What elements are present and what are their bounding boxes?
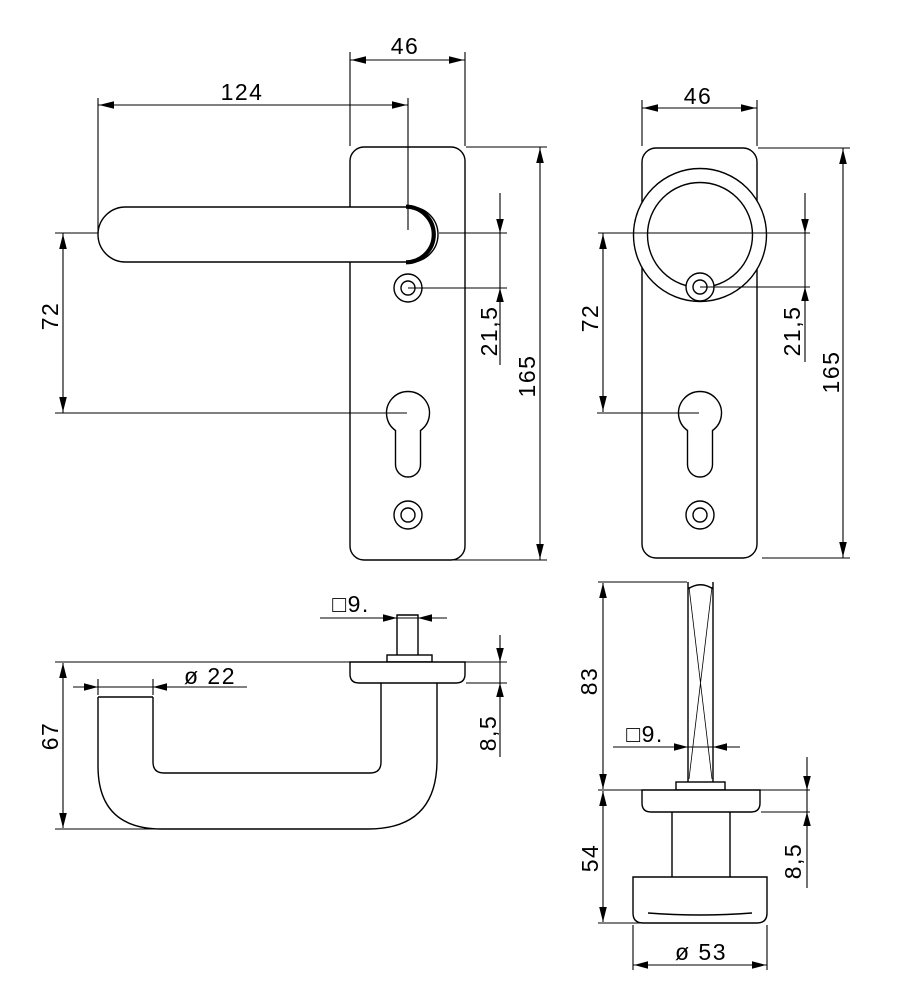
spindle-cross-pattern [688, 586, 713, 780]
dimension-lines [597, 100, 850, 559]
dim-lever-to-screw: 21,5 [476, 306, 502, 357]
dim-rose-thickness: 8,5 [475, 715, 501, 751]
dim-plate-height: 165 [818, 351, 844, 394]
rose-plate-section [641, 789, 761, 813]
spindle-top-outline [396, 614, 419, 655]
dim-spindle-length: 83 [576, 667, 602, 696]
lever-front-view: 46 124 72 21,5 165 [37, 33, 547, 561]
dim-knob-diameter: ø 53 [675, 939, 727, 965]
rose-plate-section [349, 661, 466, 684]
knob-head-outline [632, 876, 768, 924]
lever-handle-outline [97, 206, 439, 263]
dimension-lines [55, 52, 547, 561]
spindle-collar [675, 781, 726, 791]
screw-hole-lower-inner [692, 507, 708, 523]
dim-lever-to-cylinder: 72 [37, 302, 63, 331]
knob-front-view: 46 72 21,5 165 [577, 83, 850, 559]
dim-projection: 67 [37, 722, 63, 751]
dim-plate-width: 46 [391, 33, 420, 59]
screw-hole-lower-inner [400, 507, 416, 523]
dim-knob-height: 54 [577, 844, 603, 873]
lever-neck-arc [405, 204, 436, 265]
lever-top-view: □9. ø 22 67 8,5 [37, 591, 507, 830]
knob-side-view: 83 □9. 54 8,5 ø 53 [576, 581, 811, 970]
dim-plate-height: 165 [514, 355, 540, 398]
dim-rose-thickness: 8,5 [780, 843, 806, 879]
dimension-arrows [59, 56, 544, 559]
knob-stem [671, 812, 731, 877]
spindle-side-outline [687, 582, 714, 782]
dim-grip-diameter: ø 22 [184, 663, 236, 689]
dim-lever-length: 124 [221, 79, 264, 105]
dim-knob-to-screw: 21,5 [779, 306, 805, 357]
dimension-lines [55, 617, 507, 830]
dim-spindle-square: □9. [332, 591, 370, 617]
dim-plate-width: 46 [684, 83, 713, 109]
lever-plan-outline [97, 683, 438, 830]
dim-spindle-square: □9. [626, 721, 664, 747]
knob-base-edge [647, 912, 753, 916]
dim-knob-to-cylinder: 72 [577, 304, 603, 333]
spindle-collar [386, 654, 433, 663]
